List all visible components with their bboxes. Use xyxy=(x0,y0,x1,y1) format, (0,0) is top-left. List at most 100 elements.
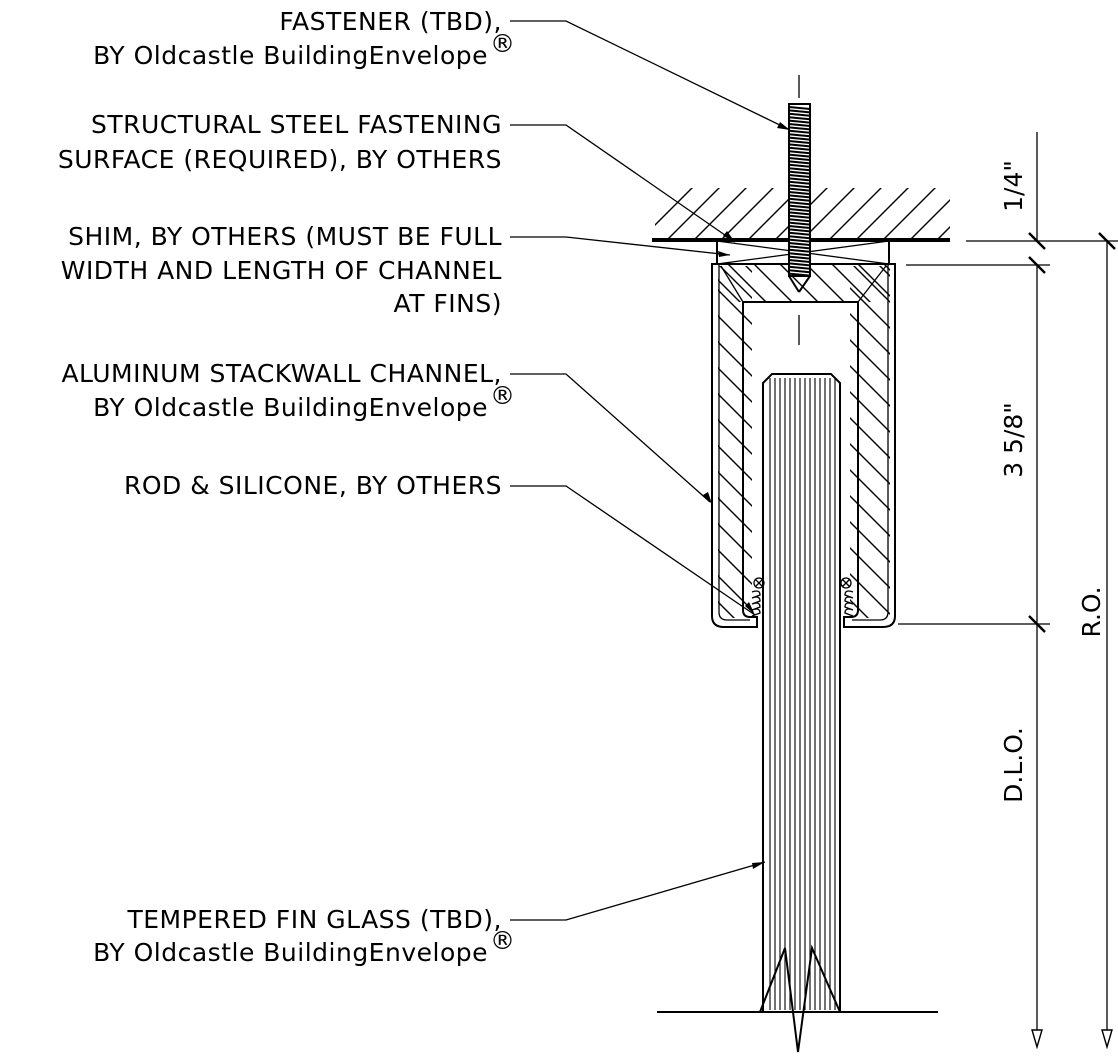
dim-arrow xyxy=(1031,1029,1043,1050)
leader-shim xyxy=(510,236,731,256)
callout-steel-line1: STRUCTURAL STEEL FASTENING xyxy=(91,110,502,139)
hatch-line xyxy=(788,265,811,270)
hatch-line xyxy=(850,287,890,329)
hatch-line xyxy=(788,225,811,229)
hatch-line xyxy=(831,264,871,302)
hatch-line xyxy=(850,417,890,459)
fastener-tip xyxy=(788,275,800,293)
arrowhead xyxy=(752,862,765,869)
callout-glass-line2: BY Oldcastle BuildingEnvelope xyxy=(93,938,488,967)
hatch-line xyxy=(788,116,811,121)
dim-tick xyxy=(1098,232,1116,250)
hatch-line xyxy=(650,264,690,304)
dim-tick xyxy=(1028,232,1046,250)
hatch-line xyxy=(883,188,936,239)
dim-label-shim: 1/4" xyxy=(999,160,1028,212)
hatch-line xyxy=(788,228,811,233)
dim-label-ro: R.O. xyxy=(1077,586,1106,637)
aluminum-stackwall-channel xyxy=(650,263,896,696)
hatch-line xyxy=(788,153,811,158)
hatch-line xyxy=(856,188,909,239)
callout-steel: STRUCTURAL STEEL FASTENING SURFACE (REQU… xyxy=(58,110,736,243)
hatch-line xyxy=(718,393,752,429)
hatch-line xyxy=(788,150,811,155)
hatch-line xyxy=(667,188,720,239)
hatch-line xyxy=(788,208,811,212)
hatch-line xyxy=(788,140,811,144)
hatch-line xyxy=(718,497,752,533)
hatch-line xyxy=(788,167,811,172)
channel-hatch xyxy=(650,264,890,304)
hatch-line xyxy=(850,469,890,511)
leader-channel xyxy=(510,373,711,503)
leader-arrowheads xyxy=(703,122,790,869)
hatch-line xyxy=(727,264,767,302)
hatch-line xyxy=(788,191,811,195)
hatch-line xyxy=(753,264,793,302)
hatch-line xyxy=(788,242,811,246)
callout-fastener: FASTENER (TBD), BY Oldcastle BuildingEnv… xyxy=(93,7,791,131)
hatch-line xyxy=(937,226,950,239)
arrowhead xyxy=(718,251,730,257)
hatch-line xyxy=(788,248,811,253)
leader-steel xyxy=(510,124,736,243)
hatch-line xyxy=(700,636,760,696)
dim-label-channel: 3 5/8" xyxy=(999,402,1028,478)
hatch-line xyxy=(788,163,811,168)
callout-steel-line2: SURFACE (REQUIRED), BY OTHERS xyxy=(58,145,502,174)
hatch-line xyxy=(779,264,819,302)
hatch-line xyxy=(788,177,811,182)
hatch-line xyxy=(788,174,811,178)
callout-channel-line2: BY Oldcastle BuildingEnvelope xyxy=(93,393,488,422)
hatch-line xyxy=(788,252,811,257)
hatch-line xyxy=(850,573,890,615)
callout-fastener-line1: FASTENER (TBD), xyxy=(279,7,502,36)
rod-right xyxy=(840,577,854,617)
hatch-line xyxy=(788,187,811,192)
registered-mark: ® xyxy=(490,29,516,58)
hatch-line xyxy=(883,264,890,271)
backer-rod xyxy=(840,577,852,589)
hatch-line xyxy=(850,313,890,355)
backer-rod xyxy=(753,577,765,589)
fastener-tip xyxy=(798,275,811,293)
hatch-line xyxy=(788,160,811,165)
hatch-line xyxy=(788,201,811,206)
dim-label-dlo: D.L.O. xyxy=(999,727,1028,803)
hatch-line xyxy=(655,188,693,226)
silicone-bead xyxy=(751,590,761,617)
hatch-line xyxy=(718,471,752,507)
hatch-line xyxy=(788,194,811,199)
callout-channel-line1: ALUMINUM STACKWALL CHANNEL, xyxy=(61,359,502,388)
channel-profile xyxy=(711,263,896,628)
channel-hatch xyxy=(700,266,760,696)
glass-break-line xyxy=(759,944,841,1053)
callout-glass: TEMPERED FIN GLASS (TBD), BY Oldcastle B… xyxy=(93,861,766,967)
hatch-line xyxy=(718,367,752,403)
channel-corner xyxy=(857,265,887,303)
hatch-line xyxy=(694,188,747,239)
hatch-line xyxy=(788,231,811,236)
hatch-line xyxy=(788,143,811,148)
callout-glass-line1: TEMPERED FIN GLASS (TBD), xyxy=(126,905,502,934)
callout-shim-line3: AT FINS) xyxy=(394,289,502,318)
tempered-fin-glass xyxy=(657,373,938,1053)
hatch-line xyxy=(788,184,811,189)
registered-mark: ® xyxy=(490,926,516,955)
callout-shim-line2: WIDTH AND LENGTH OF CHANNEL xyxy=(61,256,502,285)
registered-mark: ® xyxy=(490,381,516,410)
rod-left xyxy=(751,577,765,617)
hatch-line xyxy=(805,264,845,302)
hatch-line xyxy=(718,549,752,585)
hatch-line xyxy=(850,443,890,485)
hatch-line xyxy=(676,264,716,304)
hatch-line xyxy=(788,119,811,124)
channel-corner xyxy=(720,265,744,303)
hatch-line xyxy=(788,211,811,216)
hatch-line xyxy=(850,339,890,381)
hatch-line xyxy=(788,109,811,114)
hatch-line xyxy=(788,146,811,151)
hatch-line xyxy=(850,495,890,537)
hatch-line xyxy=(718,279,741,302)
